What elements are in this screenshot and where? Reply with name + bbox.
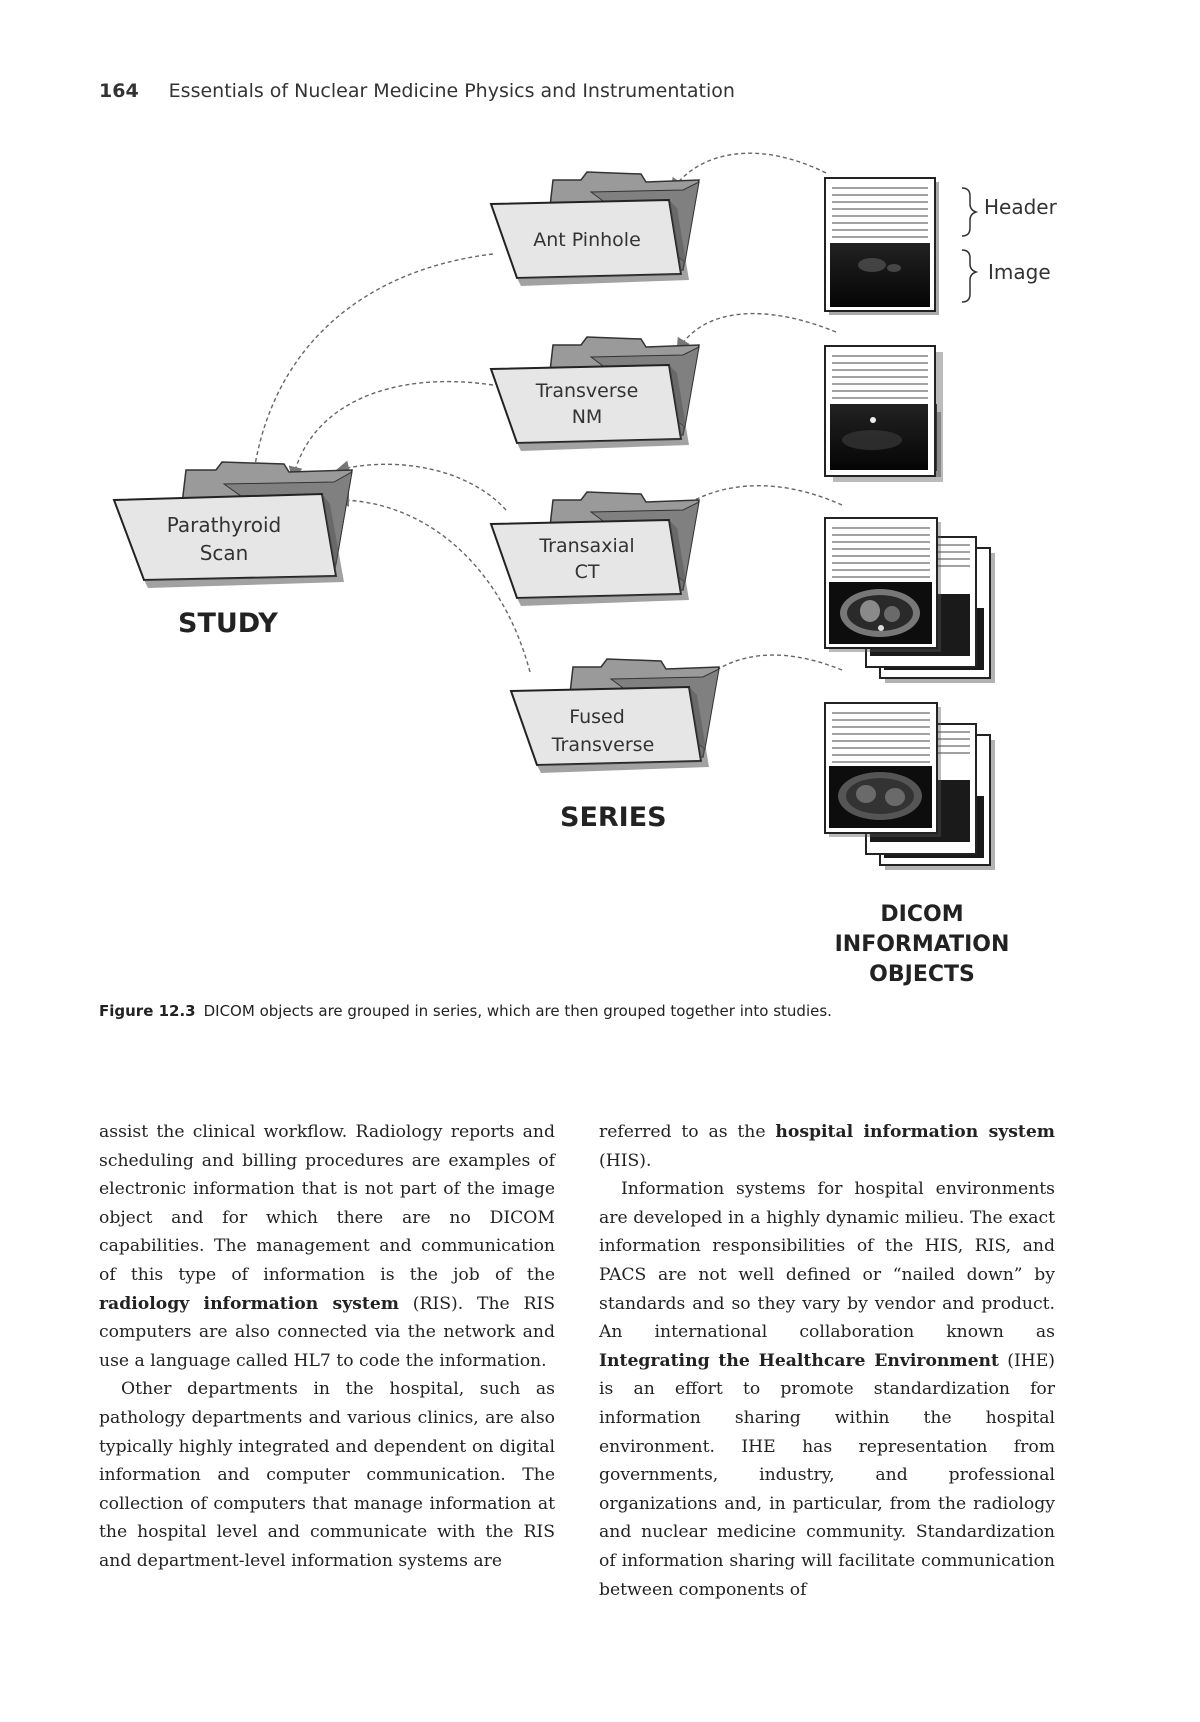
series-folder-ant-pinhole: Ant Pinhole <box>489 171 700 286</box>
dicom-object-ant-pinhole <box>824 177 939 315</box>
series-folder-label-line1: Transaxial <box>538 535 634 557</box>
connector-transverse-nm-to-study <box>288 380 494 481</box>
page-number: 164 <box>99 80 139 102</box>
image-label: Image <box>988 260 1051 284</box>
paragraph: Other departments in the hospital, such … <box>99 1375 555 1575</box>
study-label: STUDY <box>178 608 278 639</box>
objects-to-series-connectors <box>662 152 843 698</box>
series-folder-label-line1: Fused <box>569 706 625 728</box>
body-column-left: assist the clinical workflow. Radiology … <box>99 1118 555 1576</box>
text-run: referred to as the <box>599 1122 776 1142</box>
text-run: Information systems for hospital environ… <box>599 1179 1055 1343</box>
series-label: SERIES <box>560 802 667 833</box>
series-folder-transverse-nm: Transverse NM <box>489 336 700 451</box>
connector-transaxial-ct-to-study <box>335 460 507 511</box>
connector-object2-to-transverse-nm <box>676 312 837 353</box>
text-run: (RIS). The RIS computers are also connec… <box>99 1293 555 1371</box>
series-folder-label: Ant Pinhole <box>533 229 641 251</box>
text-run: Other departments in the hospital, such … <box>99 1379 555 1571</box>
dicom-hierarchy-figure: Parathyroid Scan Ant Pinhole Transverse … <box>112 152 1058 987</box>
dicom-object-transaxial-ct <box>824 517 995 683</box>
body-column-right: referred to as the hospital information … <box>599 1118 1055 1604</box>
connector-object3-to-transaxial-ct <box>662 485 843 522</box>
caption-label: Figure 12.3 <box>99 1002 196 1020</box>
header-image-brackets <box>961 187 979 303</box>
objects-label-line1: DICOM <box>880 902 963 927</box>
paragraph: assist the clinical workflow. Radiology … <box>99 1118 555 1375</box>
header-label: Header <box>984 195 1058 219</box>
running-head: 164 Essentials of Nuclear Medicine Physic… <box>99 80 735 102</box>
bold-term: hospital information system <box>775 1122 1055 1142</box>
book-title: Essentials of Nuclear Medicine Physics a… <box>168 80 735 102</box>
series-to-study-connectors <box>247 253 531 673</box>
series-folder-label-line2: Transverse <box>551 734 655 756</box>
connector-ant-pinhole-to-study <box>247 253 494 481</box>
paragraph: Information systems for hospital environ… <box>599 1175 1055 1604</box>
series-folder-label-line1: Transverse <box>535 380 639 402</box>
connector-fused-to-study <box>335 493 531 673</box>
dicom-object-fused-transverse <box>824 702 995 870</box>
series-folder-transaxial-ct: Transaxial CT <box>489 491 700 606</box>
objects-label-line3: OBJECTS <box>869 962 975 987</box>
objects-label-line2: INFORMATION <box>835 932 1010 957</box>
caption-text: DICOM objects are grouped in series, whi… <box>203 1002 832 1020</box>
figure-caption: Figure 12.3 DICOM objects are grouped in … <box>99 1002 1099 1020</box>
study-folder-label-line2: Scan <box>200 541 249 565</box>
connector-object1-to-ant-pinhole <box>670 152 827 193</box>
bold-term: radiology information system <box>99 1293 399 1314</box>
text-run: assist the clinical workflow. Radiology … <box>99 1122 555 1285</box>
paragraph: referred to as the hospital information … <box>599 1118 1055 1175</box>
series-folder-label-line2: NM <box>572 406 603 428</box>
series-folder-fused-transverse: Fused Transverse <box>509 658 720 773</box>
study-folder: Parathyroid Scan <box>112 461 353 588</box>
text-run: (IHE) is an effort to promote standardiz… <box>599 1350 1055 1600</box>
bold-term: Integrating the Healthcare Environment <box>599 1350 999 1371</box>
text-run: (HIS). <box>599 1150 652 1171</box>
study-folder-label-line1: Parathyroid <box>167 513 282 537</box>
dicom-object-transverse-nm <box>824 345 943 482</box>
series-folder-label-line2: CT <box>575 561 600 583</box>
